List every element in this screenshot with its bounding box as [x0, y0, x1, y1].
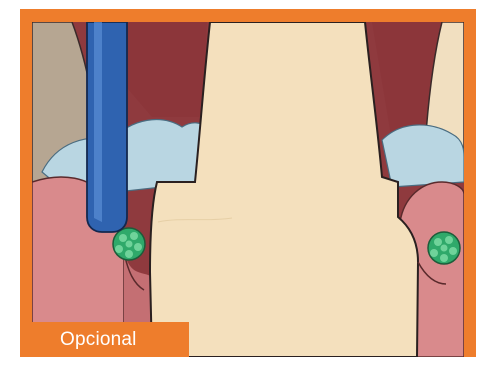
retraction-cord-right-icon: [428, 232, 460, 264]
packer-instrument-icon: [87, 22, 127, 232]
packing-material-right: [382, 125, 464, 187]
caption-badge: Opcional: [32, 322, 189, 357]
gingival-retraction-diagram: [32, 22, 464, 357]
dental-illustration: [32, 22, 464, 357]
caption-label: Opcional: [60, 329, 137, 351]
retraction-cord-icon: [113, 228, 145, 260]
